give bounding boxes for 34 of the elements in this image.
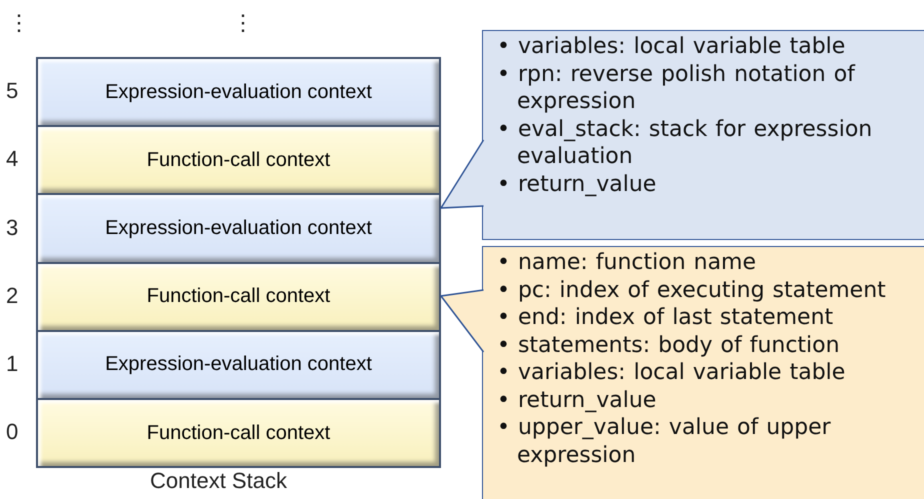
- bullet-item: • end: index of last statement: [496, 304, 834, 332]
- stack-frame-box: [36, 125, 441, 196]
- stack-index: 1: [6, 350, 18, 377]
- stack-frame-box: [36, 57, 441, 128]
- bullet-item: • pc: index of executing statement: [496, 276, 887, 304]
- stack-index: 3: [6, 214, 18, 240]
- frame-label: Function-call context: [146, 285, 330, 308]
- bullet-item: • return_value: [496, 386, 658, 414]
- stack-caption: Context Stack: [150, 468, 287, 494]
- frame-label: Function-call context: [146, 148, 330, 172]
- bullet-item: • name: function name: [496, 249, 758, 276]
- stack-frame-box: [36, 330, 441, 400]
- stack-frame-box: [36, 262, 441, 332]
- bullet-item: • variables: local variable table: [496, 359, 846, 386]
- bullet-item: • eval_stack: stack for expression evaluation: [496, 116, 874, 170]
- bullet-item: • statements: body of function: [496, 332, 841, 359]
- stack-index: 2: [6, 282, 18, 309]
- callout-box: [482, 30, 924, 240]
- bullet-item: • upper_value: value of upper expression: [496, 414, 832, 469]
- stack-index: 0: [6, 419, 18, 446]
- ellipsis-mark: ⋮: [232, 10, 254, 36]
- callout-box: [482, 246, 924, 499]
- frame-label: Function-call context: [146, 422, 330, 445]
- stack-index: 4: [6, 146, 18, 172]
- frame-label: Expression-evaluation context: [105, 80, 372, 104]
- stack-index: 5: [6, 78, 18, 104]
- bullet-item: • return_value: [496, 170, 658, 198]
- stack-frame-box: [36, 398, 441, 468]
- bullet-item: • variables: local variable table: [496, 33, 846, 60]
- stack-frame-box: [36, 193, 441, 264]
- bullet-item: • rpn: reverse polish notation of expression: [496, 60, 856, 116]
- frame-label: Expression-evaluation context: [105, 353, 372, 376]
- frame-label: Expression-evaluation context: [105, 216, 372, 240]
- ellipsis-mark: ⋮: [8, 10, 30, 36]
